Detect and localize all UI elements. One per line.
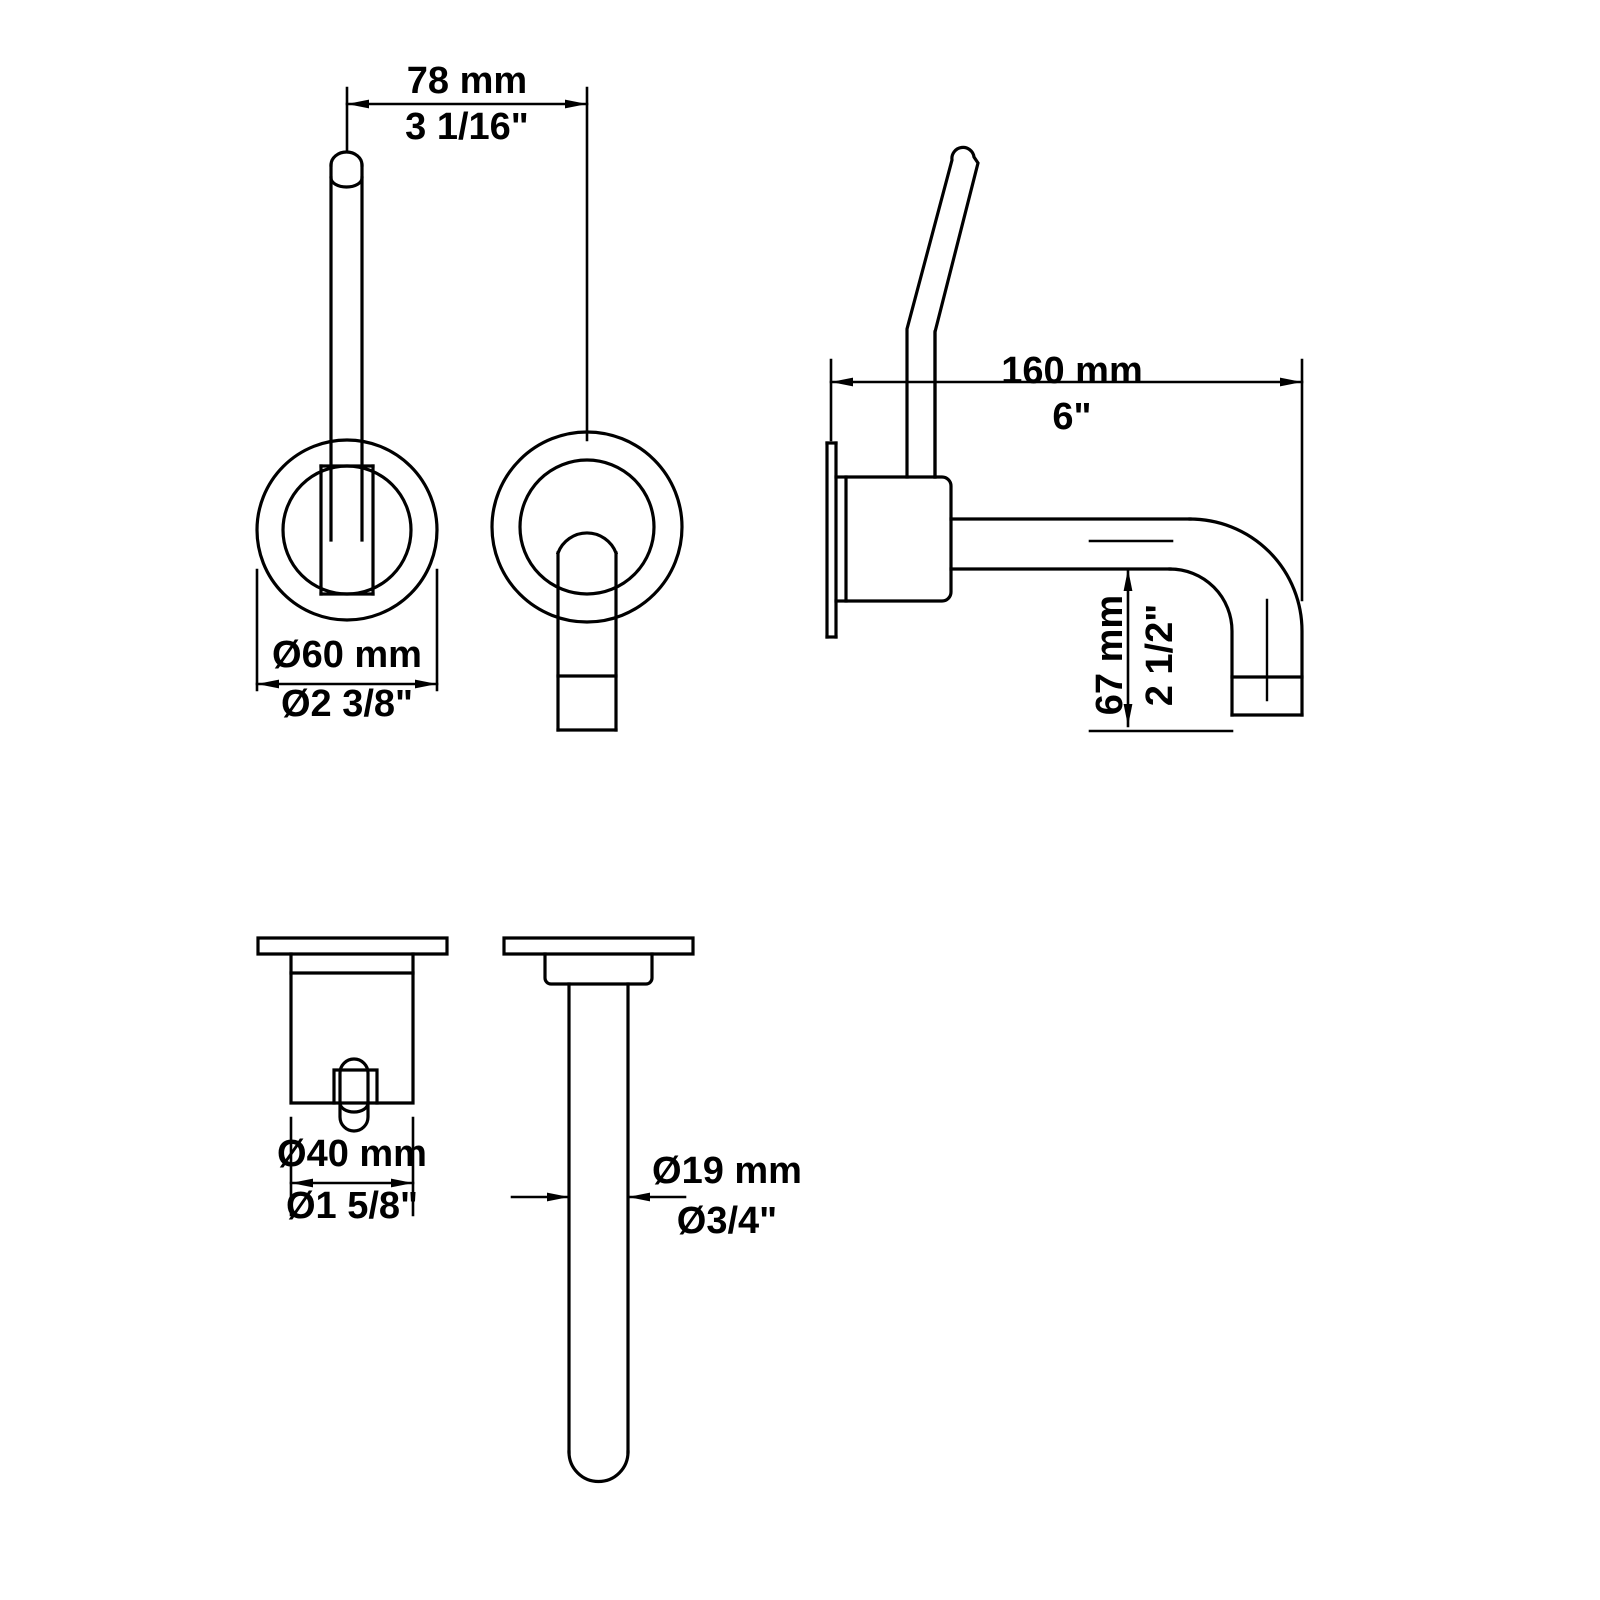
spout-front-view <box>490 430 684 732</box>
spout-elbow-outer <box>1188 517 1304 717</box>
label-40mm-imperial: Ø1 5/8" <box>286 1185 418 1227</box>
handle-lever-sides <box>329 163 364 542</box>
handle-front-view <box>255 150 439 622</box>
valve-body-block <box>844 475 953 603</box>
tube-collar <box>543 952 654 986</box>
handle-outer-ring <box>255 438 439 622</box>
label-78mm-imperial: 3 1/16" <box>405 106 529 148</box>
tube-sides <box>567 982 630 1454</box>
spout-elbow-inner <box>1168 567 1234 717</box>
label-19mm-imperial: Ø3/4" <box>677 1200 777 1242</box>
dimension-escutcheon-diameter <box>255 568 439 692</box>
valve-neck-sides <box>289 952 415 975</box>
label-160mm-metric: 160 mm <box>1001 350 1143 392</box>
tube-flange-plate <box>502 936 695 956</box>
assembly-side-view <box>825 145 1304 717</box>
spout-inner-arc <box>555 531 619 556</box>
handle-inner-ring <box>281 464 413 596</box>
label-40mm-metric: Ø40 mm <box>277 1133 427 1175</box>
dimension-body-diameter <box>289 1116 415 1217</box>
valve-body-view <box>256 936 449 1133</box>
label-67mm-metric: 67 mm <box>1089 595 1131 715</box>
valve-body-cylinder <box>289 971 415 1105</box>
label-19mm-metric: Ø19 mm <box>652 1150 802 1192</box>
spout-tube-sides <box>556 551 618 732</box>
dimension-spout-height <box>1088 539 1234 733</box>
valve-stem-seam <box>338 1101 370 1114</box>
handle-body-sides <box>319 464 375 596</box>
label-160mm-imperial: 6" <box>1052 396 1091 438</box>
label-60mm-imperial: Ø2 3/8" <box>281 683 413 725</box>
handle-lever-side <box>905 145 980 479</box>
valve-stem <box>338 1057 370 1133</box>
dimension-handle-spout-spacing <box>345 86 589 442</box>
handle-lever-top-seam <box>329 176 364 189</box>
valve-flange-plate <box>256 936 449 956</box>
label-67mm-imperial: 2 1/2" <box>1139 604 1181 707</box>
label-60mm-metric: Ø60 mm <box>272 634 422 676</box>
supply-tube-view <box>502 936 695 1484</box>
handle-lever-top-cap <box>329 150 364 167</box>
dimension-tube-diameter <box>510 1118 687 1254</box>
dimension-spout-projection <box>829 358 1304 602</box>
label-78mm-metric: 78 mm <box>407 60 527 102</box>
spout-middle-ring <box>518 458 656 596</box>
valve-stem-housing <box>332 1068 379 1105</box>
tube-bottom-cap <box>567 1450 630 1484</box>
